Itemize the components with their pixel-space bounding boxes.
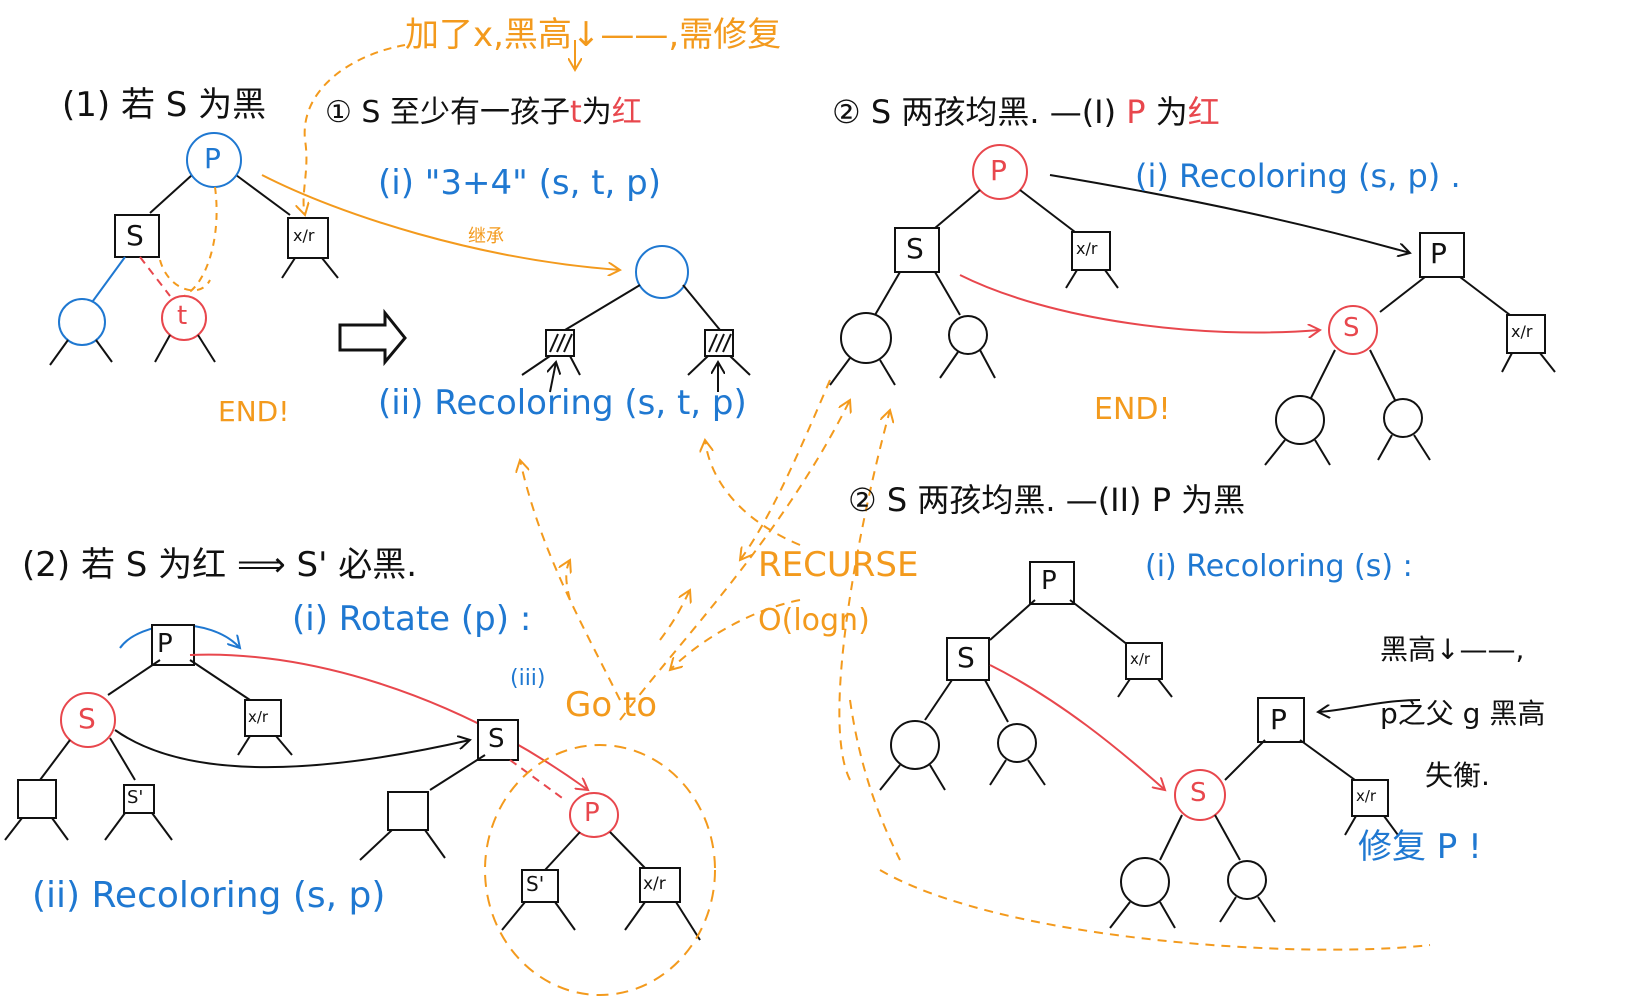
- caseI-end: END!: [1094, 392, 1171, 427]
- label-ci-p: P: [990, 154, 1007, 187]
- label-ci-xr: x/r: [1076, 239, 1098, 258]
- label-c2-sprime: S': [127, 787, 144, 808]
- node-xr: [287, 217, 329, 259]
- label-c2r-p: P: [584, 798, 600, 828]
- case2-heading: (2) 若 S 为红 ⟹ S' 必黑.: [22, 545, 418, 585]
- caseI-heading-a: ② S 两孩均黑. —(I): [832, 93, 1117, 131]
- node-result-blue: [635, 245, 689, 299]
- implies-arrow: [338, 308, 407, 367]
- label-ci-xr2: x/r: [1511, 322, 1533, 341]
- label-s: S: [126, 219, 144, 252]
- label-c2r-s: S: [488, 724, 505, 754]
- label-c2-xr: x/r: [248, 708, 269, 726]
- label-c2-s: S: [78, 702, 96, 735]
- caseI-heading-red: 红: [1187, 93, 1220, 131]
- label-cii-xr: x/r: [1130, 650, 1151, 668]
- label-cii-p2: P: [1270, 703, 1287, 736]
- case1-step-ii: (ii) Recoloring (s, t, p): [378, 383, 747, 423]
- node-p-blue: [186, 132, 242, 188]
- caseII-tree: [879, 561, 1421, 929]
- label-ci-p2: P: [1430, 237, 1447, 270]
- caseI-tree: [829, 144, 1556, 466]
- caseII-note3: 失衡.: [1425, 759, 1490, 792]
- label-c2r-sprime: S': [526, 872, 545, 896]
- caseI-heading-b: 为: [1155, 93, 1188, 131]
- recurse-arrows: [520, 400, 1431, 951]
- caseI-heading-p: P: [1126, 93, 1146, 131]
- label-c2-p: P: [157, 629, 173, 659]
- caseI-heading: ② S 两孩均黑. —(I) P 为红: [832, 96, 1220, 128]
- case1-sub-heading-b: 为: [581, 95, 612, 130]
- case1-step-i: (i) "3+4" (s, t, p): [378, 163, 662, 203]
- case1-top-note: 加了x,黑高↓——,需修复: [405, 15, 782, 55]
- case1-sub-heading: ① S 至少有一孩子t为红: [325, 98, 642, 128]
- caseII-note1: 黑高↓——,: [1380, 633, 1525, 666]
- case2-step-ii: (ii) Recoloring (s, p): [32, 875, 386, 916]
- case1-tree: [49, 132, 339, 366]
- case1-sub-heading-a: ① S 至少有一孩子: [325, 95, 571, 130]
- label-xr: x/r: [293, 226, 315, 245]
- caseII-step-i: (i) Recoloring (s) :: [1145, 549, 1413, 584]
- label-cii-s2: S: [1190, 778, 1207, 808]
- case1-inherit: 继承: [468, 226, 504, 247]
- case1-sub-heading-t: t: [570, 95, 582, 130]
- node-t-red: [161, 295, 207, 341]
- case2-result-tree: [359, 719, 716, 996]
- caseII-note2: p之父 g 黑高: [1380, 697, 1546, 730]
- case2-tree: [4, 624, 588, 841]
- case1-heading: (1) 若 S 为黑: [62, 85, 267, 125]
- case1-sub-heading-red: 红: [611, 95, 642, 130]
- label-t: t: [177, 301, 188, 331]
- case2-step-iii: (iii): [510, 666, 546, 691]
- label-ci-s2: S: [1343, 313, 1360, 343]
- node-s-black: [114, 214, 160, 258]
- caseI-step-i: (i) Recoloring (s, p) .: [1135, 157, 1461, 195]
- caseII-heading: ② S 两孩均黑. —(II) P 为黑: [848, 481, 1246, 519]
- case1-result-tree: [521, 245, 751, 393]
- case2-goto: Go to: [565, 685, 658, 725]
- inherit-arrow: [261, 174, 620, 270]
- caseII-fix: 修复 P !: [1358, 827, 1482, 867]
- node-blue-child: [58, 298, 106, 346]
- case1-end: END!: [218, 395, 290, 428]
- note-arrow: [304, 44, 406, 215]
- label-cii-p: P: [1041, 566, 1057, 596]
- label-p: P: [204, 142, 221, 175]
- recurse-label: RECURSE: [758, 545, 919, 585]
- label-cii-s: S: [957, 641, 975, 674]
- label-cii-xr2: x/r: [1356, 787, 1377, 805]
- ologn-label: O(logn): [758, 603, 870, 638]
- label-c2r-xr: x/r: [643, 874, 666, 894]
- case2-step-i: (i) Rotate (p) :: [292, 599, 532, 639]
- label-ci-s: S: [906, 232, 924, 265]
